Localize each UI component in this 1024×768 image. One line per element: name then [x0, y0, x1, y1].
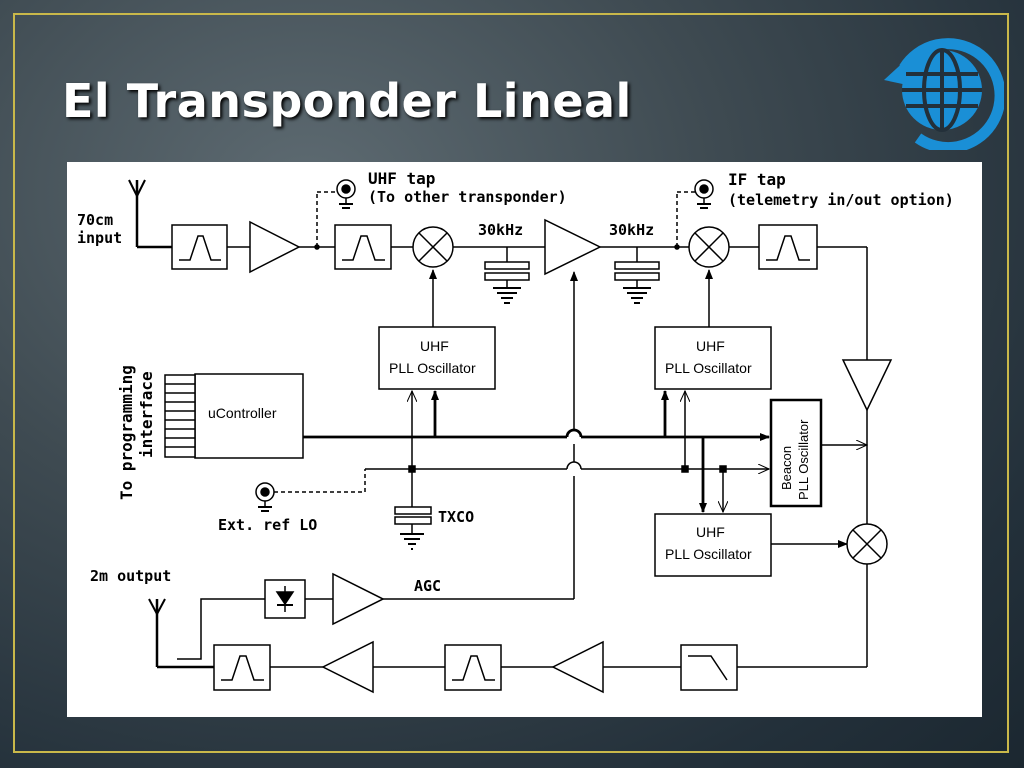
- mixer-icon: [846, 523, 888, 565]
- txco-crystal-icon: [394, 506, 432, 550]
- programming-interface-label: To programming: [117, 365, 136, 500]
- amplifier-icon: [551, 640, 604, 694]
- pll-1-subtitle: PLL Oscillator: [389, 360, 476, 376]
- crystal-filter-icon: [484, 247, 530, 304]
- agc-label: AGC: [414, 577, 442, 595]
- input-70cm-label: 70cm: [77, 211, 114, 229]
- bandpass-filter-icon: [444, 644, 502, 691]
- pll-3-subtitle: PLL Oscillator: [665, 546, 752, 562]
- slide-border: [13, 13, 1009, 753]
- if-tap-sublabel: (telemetry in/out option): [728, 191, 954, 209]
- uhf-pll-oscillator-3-box: [654, 513, 772, 577]
- antenna-2m-icon: [148, 598, 214, 669]
- lowpass-filter-icon: [680, 644, 738, 691]
- output-2m-label: 2m output: [90, 567, 172, 585]
- crystal-1-label: 30kHz: [478, 221, 524, 239]
- amplifier-icon: [332, 572, 385, 626]
- pll-3-title: UHF: [696, 524, 725, 540]
- mixer-icon: [688, 226, 730, 268]
- programming-interface-sublabel: interface: [137, 371, 156, 458]
- bandpass-filter-icon: [171, 224, 228, 270]
- antenna-70cm-icon: [128, 179, 172, 249]
- txco-label: TXCO: [438, 508, 475, 526]
- pll-2-title: UHF: [696, 338, 725, 354]
- uhf-tap-connector-icon: [316, 179, 356, 247]
- beacon-pll-oscillator-box: [769, 398, 823, 508]
- pll-2-subtitle: PLL Oscillator: [665, 360, 752, 376]
- if-tap-label: IF tap: [728, 170, 786, 189]
- crystal-2-label: 30kHz: [609, 221, 655, 239]
- mixer-icon: [412, 226, 454, 268]
- input-70cm-label-2: input: [77, 229, 123, 247]
- amplifier-icon: [321, 640, 374, 694]
- diagram-drawing: [128, 179, 893, 694]
- if-tap-connector-icon: [676, 179, 714, 247]
- bandpass-filter-icon: [334, 224, 392, 270]
- bandpass-filter-icon: [758, 224, 818, 270]
- uhf-pll-oscillator-1-box: [378, 326, 496, 390]
- detector-diode-icon: [264, 579, 306, 619]
- uhf-tap-sublabel: (To other transponder): [368, 188, 567, 206]
- beacon-label: Beacon: [779, 445, 794, 490]
- ucontroller-label: uController: [208, 405, 277, 421]
- ext-ref-lo-connector-icon: [255, 469, 366, 512]
- bandpass-filter-icon: [213, 644, 271, 691]
- uhf-tap-label: UHF tap: [368, 169, 436, 188]
- slide-title: El Transponder Lineal: [62, 74, 632, 128]
- transponder-block-diagram: 70cm input UHF tap (To other transponder…: [67, 162, 982, 717]
- beacon-sublabel: PLL Oscillator: [796, 419, 811, 500]
- ext-ref-lo-label: Ext. ref LO: [218, 516, 318, 534]
- crystal-filter-icon: [614, 247, 660, 304]
- globe-arrow-icon: [884, 38, 1004, 150]
- uhf-pll-oscillator-2-box: [654, 326, 772, 390]
- amplifier-icon: [249, 220, 301, 274]
- amplifier-icon: [544, 218, 602, 276]
- pll-1-title: UHF: [420, 338, 449, 354]
- programming-connector-icon: [164, 374, 196, 458]
- amplifier-icon: [841, 359, 893, 412]
